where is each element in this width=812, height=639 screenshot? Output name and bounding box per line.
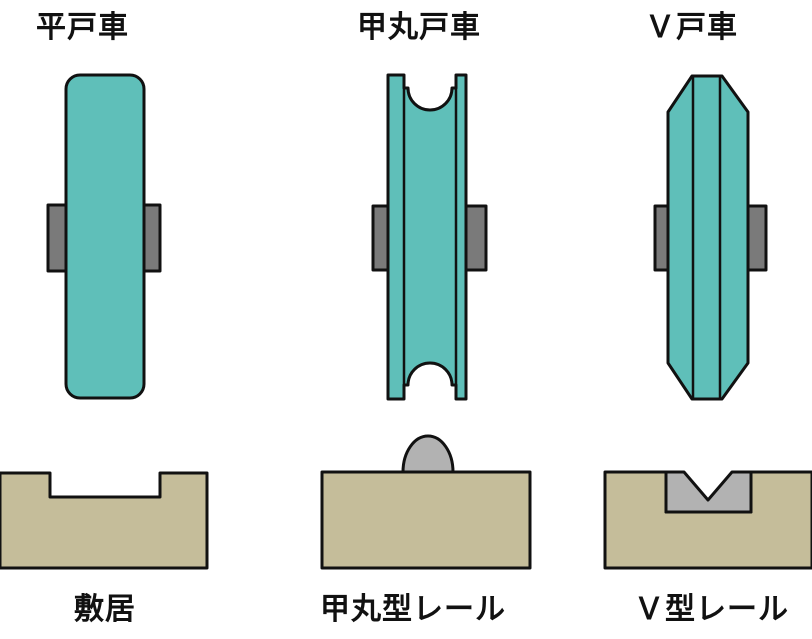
flat-wheel-title: 平戸車 bbox=[36, 10, 129, 45]
flat-wheel bbox=[46, 73, 162, 400]
flat-rail-label: 敷居 bbox=[74, 592, 136, 627]
round-rail-dome bbox=[401, 434, 455, 474]
v-wheel-body bbox=[666, 74, 750, 401]
v-rail-label: Ｖ型レール bbox=[634, 592, 789, 627]
round-wheel-title: 甲丸戸車 bbox=[357, 10, 481, 45]
round-wheel bbox=[371, 73, 488, 401]
flat-wheel-body bbox=[64, 73, 146, 400]
round-rail-label: 甲丸型レール bbox=[320, 592, 506, 627]
v-rail-sill bbox=[603, 470, 812, 570]
v-wheel bbox=[653, 74, 768, 401]
round-rail-base bbox=[320, 470, 532, 570]
v-rail-base bbox=[603, 470, 812, 570]
v-rail-insert bbox=[664, 470, 753, 514]
round-wheel-body bbox=[386, 73, 468, 401]
flat-sill-body bbox=[0, 471, 209, 570]
round-rail-sill bbox=[320, 434, 532, 570]
flat-sill bbox=[0, 471, 209, 570]
v-wheel-title: Ｖ戸車 bbox=[645, 10, 738, 45]
